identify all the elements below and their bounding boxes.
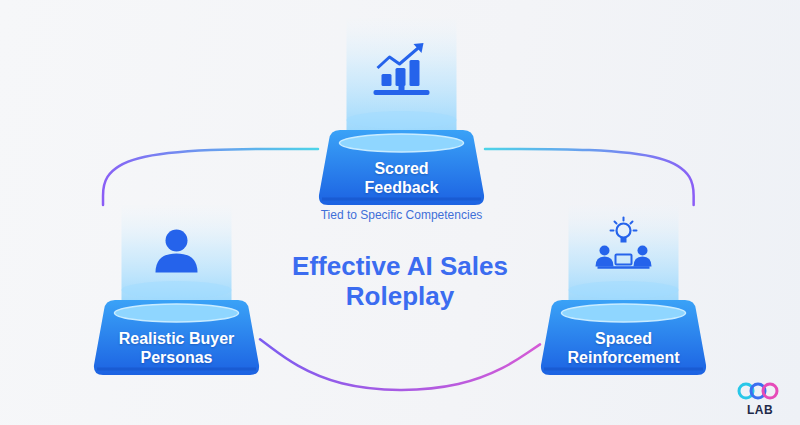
pedestal-label: Spaced Reinforcement	[549, 329, 699, 367]
glow-column	[569, 205, 679, 312]
glow-column	[122, 205, 232, 312]
pedestal-caption: Tied to Specific Competencies	[321, 208, 483, 222]
pedestal-label: Scored Feedback	[347, 159, 457, 197]
platform-top	[562, 304, 686, 322]
logo-label: LAB	[747, 403, 773, 417]
logo-rings	[739, 384, 777, 398]
logo-ring	[763, 384, 777, 398]
platform	[94, 300, 259, 375]
pedestal-shape	[318, 18, 485, 205]
platform-top	[115, 304, 239, 322]
platform	[319, 130, 484, 205]
column-base	[122, 281, 232, 299]
platform-edge	[544, 368, 703, 371]
arc-connector	[485, 149, 694, 205]
platform-edge	[97, 368, 256, 371]
pedestal-node: Spaced Reinforcement	[540, 205, 707, 375]
icon	[156, 230, 198, 273]
diagram-title: Effective AI Sales Roleplay	[292, 252, 508, 312]
platform-edge	[322, 198, 481, 201]
arc-connector	[260, 339, 540, 390]
pedestal-node: Scored FeedbackTied to Specific Competen…	[318, 18, 485, 205]
platform-top	[340, 134, 464, 152]
column-base	[347, 111, 457, 129]
icon	[596, 218, 652, 268]
pedestal-node: Realistic Buyer Personas	[93, 205, 260, 375]
glow-column	[347, 18, 457, 142]
platform	[541, 300, 706, 375]
icon	[374, 43, 430, 95]
arc-connector	[103, 149, 318, 205]
pedestal-label: Realistic Buyer Personas	[111, 329, 243, 367]
column-base	[569, 281, 679, 299]
